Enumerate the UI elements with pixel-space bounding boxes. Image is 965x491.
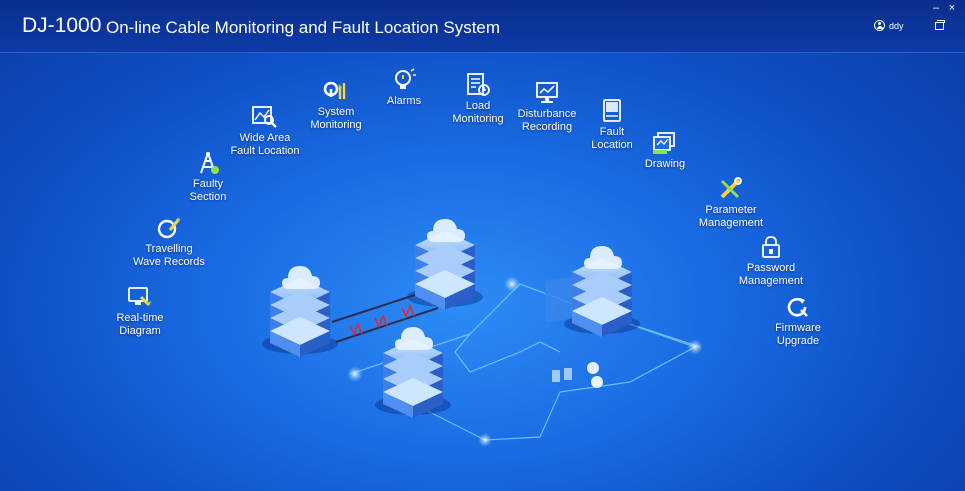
load-doc-icon (465, 73, 491, 97)
module-label: Parameter Management (698, 204, 764, 229)
module-system-monitoring[interactable]: System Monitoring (281, 79, 391, 132)
app-subtitle: On-line Cable Monitoring and Fault Locat… (106, 18, 501, 37)
module-label: Wide Area Fault Location (230, 132, 300, 157)
module-label: Alarms (386, 95, 422, 107)
refresh-icon (785, 295, 811, 319)
tower-icon (195, 151, 221, 175)
module-wide-area-fault-location[interactable]: Wide Area Fault Location (210, 105, 320, 158)
wave-record-icon (156, 216, 182, 240)
tools-icon (718, 177, 744, 201)
chart-screen-icon (534, 81, 560, 105)
restore-button[interactable] (935, 20, 945, 30)
module-label: Firmware Upgrade (775, 322, 821, 347)
lock-icon (758, 235, 784, 259)
module-password-management[interactable]: Password Management (716, 235, 826, 288)
system-monitor-icon (323, 79, 349, 103)
module-label: Load Monitoring (452, 100, 504, 125)
module-fault-location[interactable]: Fault Location (557, 99, 667, 152)
module-label: Fault Location (591, 126, 633, 151)
module-label: Real-time Diagram (116, 312, 164, 337)
module-parameter-management[interactable]: Parameter Management (676, 177, 786, 230)
book-icon (599, 99, 625, 123)
module-real-time-diagram[interactable]: Real-time Diagram (85, 285, 195, 338)
monitor-icon (127, 285, 153, 309)
user-icon (874, 20, 885, 31)
module-label: Password Management (738, 262, 804, 287)
module-label: Disturbance Recording (517, 108, 577, 133)
module-label: Faulty Section (189, 178, 227, 203)
close-button[interactable]: × (948, 2, 956, 14)
module-firmware-upgrade[interactable]: Firmware Upgrade (743, 295, 853, 348)
minimize-button[interactable]: – (932, 2, 940, 14)
module-label: Travelling Wave Records (133, 243, 205, 268)
title-bar: DJ-1000 On-line Cable Monitoring and Fau… (0, 0, 965, 53)
map-search-icon (252, 105, 278, 129)
user-name: ddy (889, 20, 904, 31)
module-label: System Monitoring (310, 106, 362, 131)
app-name: DJ-1000 (22, 14, 102, 37)
module-load-monitoring[interactable]: Load Monitoring (423, 73, 533, 126)
module-travelling-wave-records[interactable]: Travelling Wave Records (114, 216, 224, 269)
module-faulty-section[interactable]: Faulty Section (153, 151, 263, 204)
bulb-icon (391, 68, 417, 92)
module-drawing[interactable]: Drawing (610, 131, 720, 171)
module-disturbance-recording[interactable]: Disturbance Recording (492, 81, 602, 134)
module-alarms[interactable]: Alarms (349, 68, 459, 108)
user-account[interactable]: ddy (874, 20, 904, 31)
drawing-icon (652, 131, 678, 155)
module-label: Drawing (644, 158, 686, 170)
